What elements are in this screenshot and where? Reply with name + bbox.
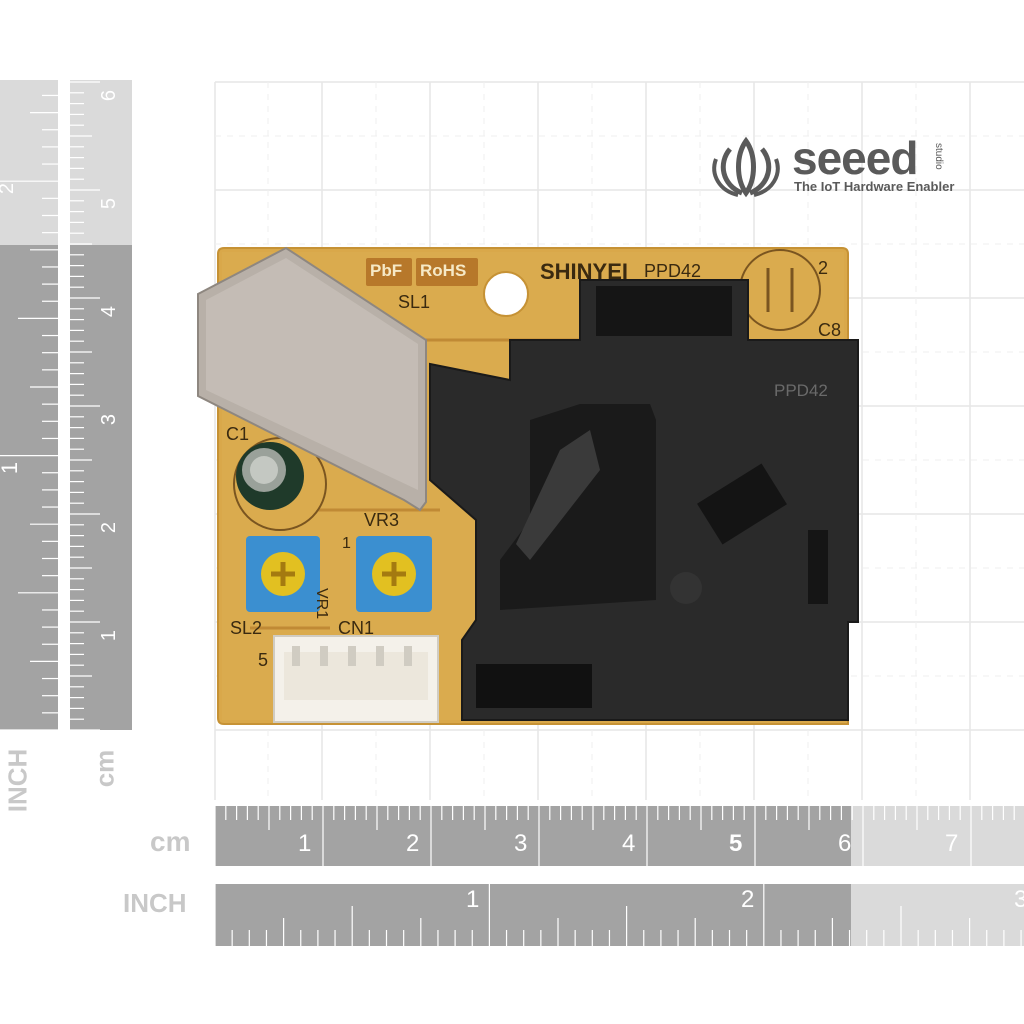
horizontal-cm-tick-1: 1 [298, 830, 312, 857]
connector-cn1 [273, 635, 439, 723]
silk-vr3: VR3 [364, 510, 400, 530]
silk-c1: C1 [226, 424, 250, 444]
horizontal-cm-tick-5: 5 [729, 830, 743, 857]
housing-side-slot [808, 530, 828, 604]
horizontal-inch-tick-2: 2 [741, 886, 755, 913]
horizontal-cm-tick-4: 4 [622, 830, 636, 857]
housing-dimple [670, 572, 702, 604]
pot-vr3 [356, 536, 432, 612]
housing-window [500, 404, 656, 610]
horizontal-cm-unit-label: cm [150, 826, 191, 857]
rohs-mark-box [416, 258, 478, 286]
c8-symbol [766, 268, 794, 312]
silk-pin5: 5 [258, 650, 269, 670]
seeed-flower-icon [712, 136, 780, 198]
model-label: PPD42 [644, 261, 702, 281]
horizontal-inch-tick-3: 3 [1014, 886, 1024, 913]
horizontal-inch-unit-label: INCH [123, 888, 187, 918]
horizontal-cm-tick-3: 3 [514, 830, 528, 857]
housing-vent [697, 463, 787, 545]
housing-model-label: PPD42 [774, 381, 828, 400]
housing-bottom-slot [476, 664, 592, 708]
horizontal-cm-tick-7: 7 [945, 830, 959, 857]
pbf-label: PbF [370, 261, 403, 280]
brand-name: seeed [792, 132, 918, 184]
pot-vr1 [246, 536, 320, 612]
mounting-hole [483, 271, 529, 317]
silk-sl2: SL2 [230, 618, 263, 638]
rohs-label: RoHS [420, 261, 467, 280]
silk-cn1: CN1 [338, 618, 375, 638]
horizontal-cm-tick-6: 6 [838, 830, 852, 857]
manufacturer-label: SHINYEI [540, 259, 629, 284]
brand-tagline: The IoT Hardware Enabler [794, 179, 955, 194]
housing-top-slot [596, 286, 732, 336]
seeed-logo: seeed The IoT Hardware Enabler studio [708, 132, 978, 205]
silk-pin1: 1 [342, 535, 351, 552]
horizontal-cm-tick-2: 2 [406, 830, 420, 857]
housing-lens [516, 430, 600, 560]
pbf-mark-box [366, 258, 412, 286]
silk-c8: C8 [818, 320, 842, 340]
silk-vr1: VR1 [313, 588, 330, 620]
silk-pin2: 2 [818, 258, 829, 278]
silk-sl1: SL1 [398, 292, 431, 312]
horizontal-inch-tick-1: 1 [466, 886, 480, 913]
